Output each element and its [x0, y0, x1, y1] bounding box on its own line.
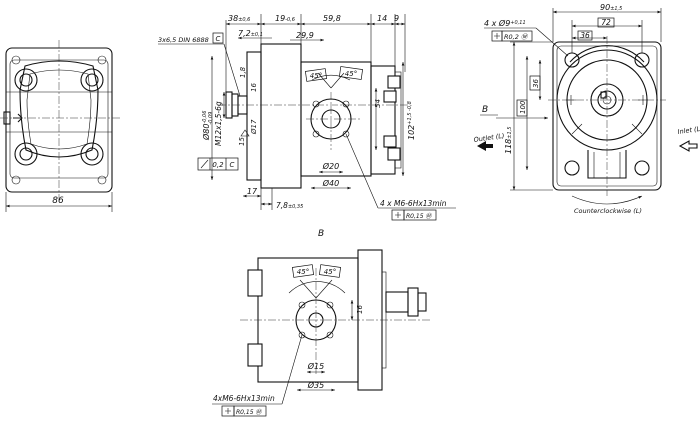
d-80-tol-lo: -0,09 [208, 112, 214, 125]
d-9: 9 [394, 14, 399, 23]
d-7-2: 7,2 [238, 29, 251, 38]
d-40: Ø40 [322, 178, 339, 188]
svg-text:38±0,6: 38±0,6 [228, 14, 250, 23]
rear-d-100: 100 [519, 100, 527, 114]
d-80: Ø80 [201, 124, 211, 141]
svg-text:7,8±0,35: 7,8±0,35 [276, 201, 303, 210]
d-54: 54 [374, 99, 382, 108]
d-1-8: 1,8 [239, 66, 247, 78]
d-38-tol: ±0,6 [238, 17, 250, 23]
d-7-8: 7,8 [276, 201, 288, 210]
key-ref: C [216, 35, 221, 43]
svg-text:118±1,5: 118±1,5 [504, 127, 513, 154]
svg-text:4 x Ø9+0,11: 4 x Ø9+0,11 [484, 18, 526, 28]
svg-text:7,2±0,1: 7,2±0,1 [238, 29, 263, 38]
d-59-8: 59,8 [323, 14, 341, 23]
rear-d-118-tol: ±1,5 [507, 127, 513, 139]
d-102: 102 [407, 125, 416, 140]
rear-d-36v: 36 [532, 79, 540, 88]
view-b-d-15: Ø15 [307, 361, 324, 371]
rotation-label: Counterclockwise (L) [574, 207, 642, 215]
rear-d-118: 118 [504, 139, 513, 154]
svg-text:102+1,5 -0,8: 102+1,5 -0,8 [407, 101, 416, 140]
angle-2: 45° [345, 70, 357, 78]
d-7-2-tol: ±0,1 [251, 32, 263, 38]
view-b-marker: B [482, 105, 488, 115]
rear-pos-tol: R0,2 Ⓜ [504, 33, 529, 41]
d-80-tol-hi: -0,06 [202, 111, 208, 124]
d-15: 15 [238, 137, 246, 146]
view-b-d-35: Ø35 [307, 380, 324, 390]
d-16: 16 [250, 83, 258, 92]
d-20: Ø20 [322, 161, 339, 171]
svg-text:19-0,6: 19-0,6 [275, 14, 295, 23]
svg-text:Ø80-0,06-0,09: Ø80-0,06-0,09 [201, 111, 214, 141]
rear-d-90-tol: ±1,5 [610, 6, 622, 12]
front-width-dim: 86 [52, 196, 64, 206]
d-29-9: 29,9 [296, 31, 314, 40]
inlet-label: Inlet (L) [677, 125, 700, 136]
view-b-port-thread: 4xM6-6Hx13min [213, 394, 275, 403]
d-38: 38 [228, 14, 238, 23]
outlet-label: Outlet (L) [473, 132, 505, 144]
svg-text:90±1,5: 90±1,5 [600, 3, 622, 12]
tol-datum: C [230, 161, 235, 169]
d-14: 14 [377, 14, 387, 23]
view-b-pos-tol: R0,15 Ⓜ [236, 408, 262, 416]
view-b: B 45° 45° 16 Ø15 Ø35 4xM6-6Hx13min R0,15… [212, 229, 430, 417]
rear-holes-tol: +0,11 [510, 20, 525, 26]
port-pos-tol: R0,15 Ⓜ [406, 212, 432, 220]
d-102-tol: +1,5 -0,8 [407, 101, 413, 125]
front-view: 86 [0, 40, 120, 212]
rear-d-72: 72 [601, 18, 611, 27]
d-19: 19 [275, 14, 285, 23]
view-b-angle-1: 45° [297, 268, 309, 276]
key-note: 3x6,5 DIN 6888 [158, 36, 209, 44]
view-b-title: B [318, 229, 324, 239]
rear-d-36: 36 [580, 31, 590, 40]
angle-1: 45° [310, 72, 322, 80]
d-19-tol: -0,6 [285, 17, 295, 23]
d-17: Ø17 [250, 119, 258, 135]
tol-value: 0,2 [212, 161, 224, 169]
view-b-angle-2: 45° [324, 268, 336, 276]
port-thread: 4 x M6-6Hx13min [380, 199, 447, 208]
rear-d-90: 90 [600, 3, 610, 12]
d-7-8-tol: ±0,35 [288, 204, 303, 210]
view-b-d-16: 16 [356, 305, 364, 314]
thread-label: M12x1,5-6g [214, 101, 223, 146]
d-17b: 17 [247, 187, 258, 196]
rear-view: 90±1,5 72 36 4 x Ø9+0,11 R0,2 Ⓜ 118±1,5 … [473, 3, 700, 215]
side-view: 38±0,6 19-0,6 59,8 14 9 7,2±0,1 29,9 3x6… [158, 14, 456, 221]
rear-holes: 4 x Ø9 [484, 18, 510, 28]
